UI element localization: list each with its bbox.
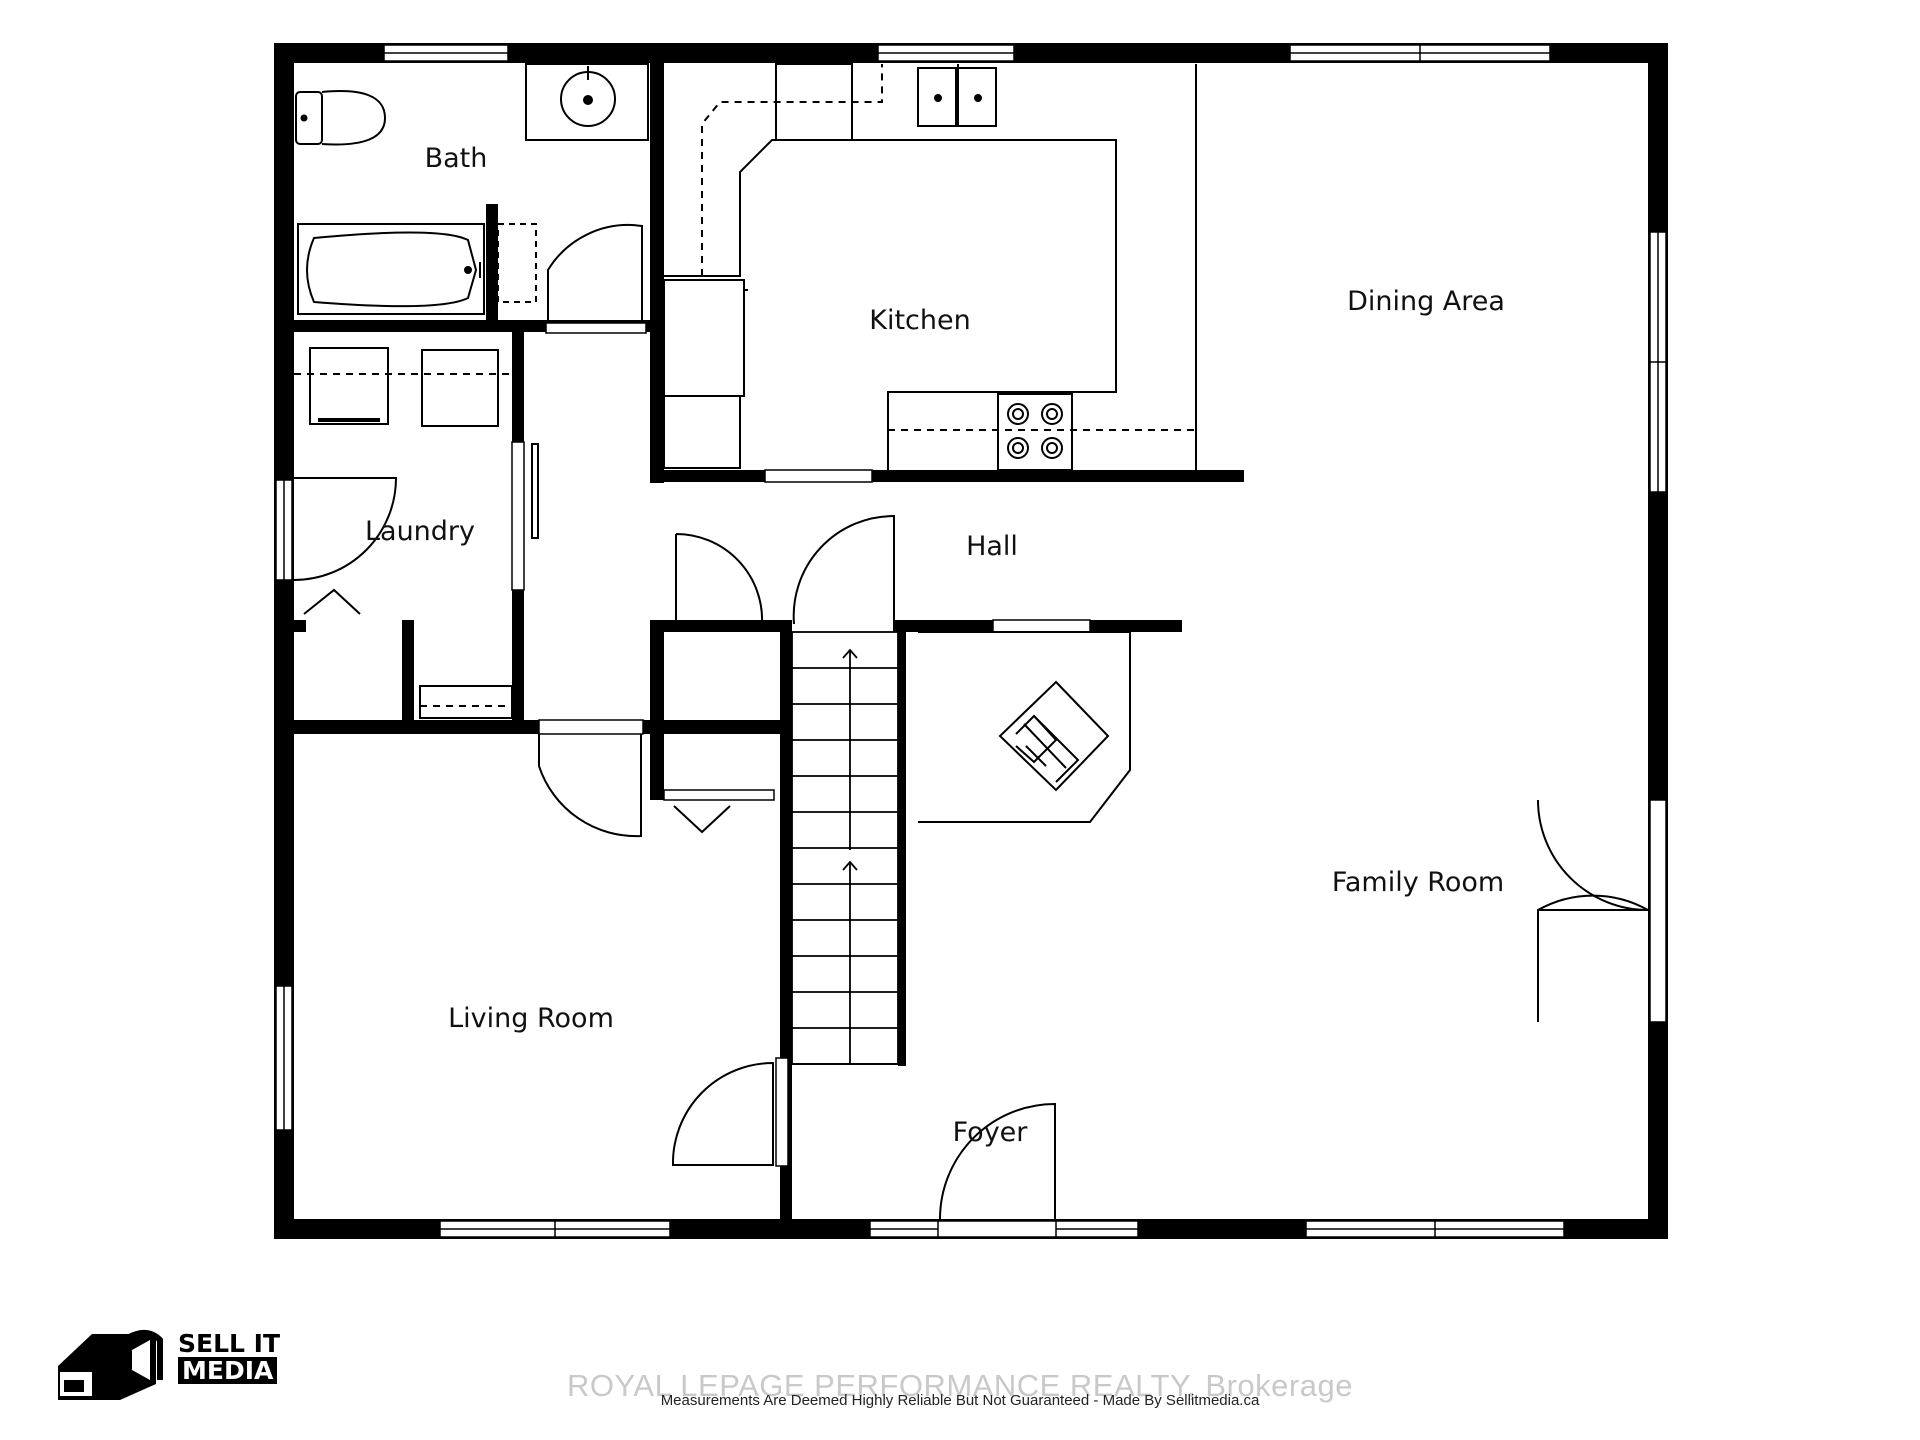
stairs — [791, 631, 899, 1065]
room-label-foyer: Foyer — [953, 1117, 1029, 1148]
stair-arrow-icon — [842, 648, 858, 659]
stair-arrow-icon — [842, 860, 858, 871]
room-label-bath: Bath — [425, 143, 488, 174]
sell-it-media-logo: SELL IT MEDIA — [178, 1330, 280, 1384]
room-label-family: Family Room — [1332, 867, 1504, 898]
brokerage-watermark: ROYAL LEPAGE PERFORMANCE REALTY, Brokera… — [567, 1368, 1353, 1403]
room-label-hall: Hall — [966, 531, 1018, 562]
room-label-laundry: Laundry — [365, 516, 475, 547]
door-thresholds — [511, 322, 1667, 1238]
logo-line-1: SELL IT — [178, 1329, 281, 1358]
bath-fixtures — [295, 63, 649, 315]
room-labels: Bath Kitchen Dining Area Laundry Hall Fa… — [365, 143, 1505, 1148]
kitchen-fixtures — [663, 63, 1197, 471]
sell-it-media-logo-icon — [58, 1330, 163, 1400]
interior-walls — [294, 63, 1244, 1220]
room-label-dining: Dining Area — [1347, 286, 1505, 317]
room-label-living: Living Room — [448, 1003, 614, 1034]
fireplace — [918, 631, 1131, 823]
measurement-disclaimer: Measurements Are Deemed Highly Reliable … — [660, 1392, 1260, 1409]
room-label-kitchen: Kitchen — [869, 305, 970, 336]
laundry-fixtures — [294, 347, 539, 719]
exterior-walls — [274, 43, 1668, 1239]
doors — [293, 224, 1649, 1220]
logo-line-2: MEDIA — [178, 1357, 278, 1384]
